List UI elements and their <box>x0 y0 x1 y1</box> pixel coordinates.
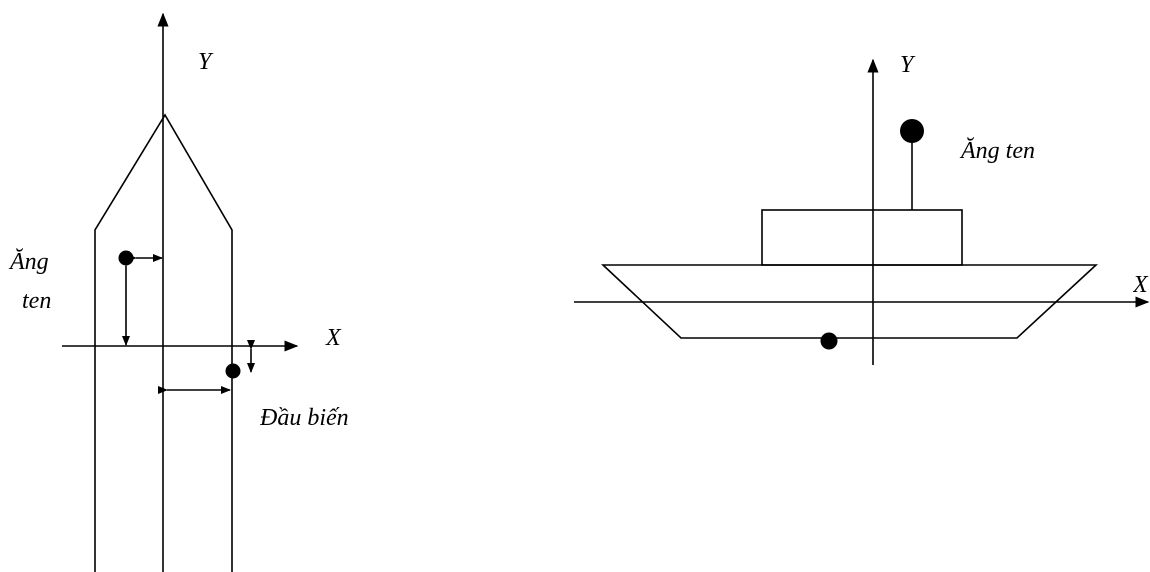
y-axis-label-top-view: Y <box>198 49 212 75</box>
antenna-label-top-view-line1: Ăng <box>10 249 49 275</box>
top-view <box>62 12 299 572</box>
antenna-point-top-view <box>118 250 134 266</box>
hull-outline-top-view <box>94 113 233 572</box>
transducer-point-side-view <box>820 332 838 350</box>
x-axis-label-side-view: X <box>1133 273 1148 297</box>
transducer-point-top-view <box>225 363 241 379</box>
antenna-label-side-view: Ăng ten <box>961 138 1035 164</box>
y-axis-label-side-view: Y <box>900 52 914 78</box>
transducer-label: Đầu biến <box>260 404 349 452</box>
x-axis-label-top-view: X <box>326 325 341 351</box>
antenna-point-side-view <box>900 119 924 143</box>
superstructure <box>761 209 963 266</box>
side-view <box>574 58 1150 365</box>
antenna-label-top-view-line2: ten <box>22 288 52 314</box>
transducer-label-text: Đầu biến <box>260 405 349 431</box>
